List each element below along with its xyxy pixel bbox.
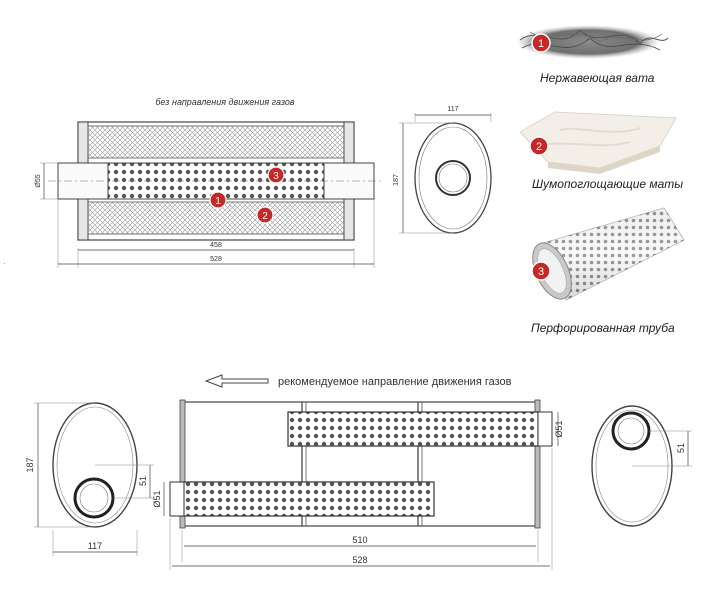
bs-lower-perforated-pipe <box>181 481 435 517</box>
bs-upper-outlet <box>537 411 553 447</box>
legend-marker-1 <box>531 33 551 53</box>
br-offset-label: 51 <box>676 443 686 453</box>
flow-direction: рекомендуемое направление движения газов <box>204 374 512 388</box>
bs-lower-inlet <box>169 481 185 517</box>
legend-item-1: 1 Нержавеющая вата <box>516 25 669 85</box>
bs-pipe-upper-label: Ø51 <box>554 420 564 437</box>
legend-label-3: Перфорированная труба <box>531 321 675 335</box>
bs-inner-length-label: 510 <box>352 535 367 545</box>
svg-text:3: 3 <box>538 266 544 278</box>
marker-3-top: 3 <box>267 166 285 184</box>
edge-mark: · <box>3 259 6 268</box>
legend-item-3: 3 Перфорированная труба <box>531 207 685 335</box>
bl-width-label: 117 <box>88 541 102 551</box>
flow-arrow-icon <box>204 374 269 388</box>
insulation-mat-image <box>519 111 677 174</box>
svg-text:3: 3 <box>273 171 279 182</box>
bs-left-end-cap <box>179 399 186 529</box>
legend-label-1: Нержавеющая вата <box>540 71 655 85</box>
top-end-width-label: 117 <box>447 106 458 113</box>
bs-right-end-cap <box>534 399 541 529</box>
top-diameter-label: Ø55 <box>35 174 42 187</box>
top-total-length-label: 528 <box>210 256 222 263</box>
top-end-inner-shell <box>418 126 488 230</box>
bs-pipe-lower-label: Ø51 <box>152 490 162 507</box>
legend-marker-3 <box>531 261 551 281</box>
bl-height-label: 187 <box>25 457 35 472</box>
svg-text:1: 1 <box>215 196 221 207</box>
svg-text:1: 1 <box>538 38 544 50</box>
top-end-height-label: 187 <box>393 174 400 186</box>
top-end-view: 117 187 <box>393 106 492 234</box>
br-pipe <box>611 411 651 451</box>
svg-text:2: 2 <box>262 211 268 222</box>
bottom-left-end-view: 187 51 117 <box>25 402 154 556</box>
legend-marker-2 <box>529 136 549 156</box>
legend-item-2: 2 Шумопоглощающие маты <box>519 111 683 191</box>
perforated-tube-image <box>532 207 685 301</box>
top-end-pipe <box>435 160 471 196</box>
svg-text:2: 2 <box>536 141 542 153</box>
top-side-view: без направления движения газов Ø55 458 5… <box>35 97 384 268</box>
bs-total-length-label: 528 <box>352 555 367 565</box>
bl-offset-label: 51 <box>138 476 148 486</box>
bl-pipe <box>73 477 115 519</box>
legend-label-2: Шумопоглощающие маты <box>532 177 683 191</box>
top-packing-upper <box>87 125 345 159</box>
bottom-caption: рекомендуемое направление движения газов <box>278 376 512 388</box>
bs-upper-perforated-pipe <box>287 411 539 447</box>
bottom-side-view: Ø51 Ø51 510 528 <box>152 399 564 570</box>
top-inner-length-label: 458 <box>210 242 222 249</box>
marker-1-top: 1 <box>209 191 227 209</box>
marker-2-top: 2 <box>256 206 274 224</box>
bottom-right-end-view: 51 <box>591 405 692 527</box>
top-caption: без направления движения газов <box>155 97 295 107</box>
